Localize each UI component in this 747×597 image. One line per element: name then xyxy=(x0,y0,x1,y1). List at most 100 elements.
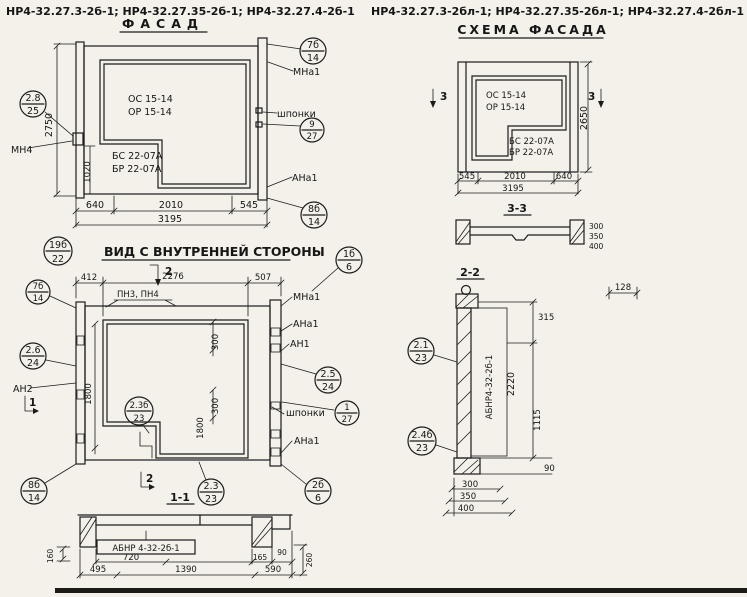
dim-128: 128 xyxy=(615,283,631,293)
section-2-2-label: 2-2 xyxy=(456,266,485,280)
beam-mark-label: АБНР 4-32-2б-1 xyxy=(112,544,179,554)
callout-num: 2.4б xyxy=(412,430,433,441)
scheme-marks: ОС 15-14 ОР 15-14 БС 22-07А БР 22-07А xyxy=(486,91,554,158)
inner-callout-inside: 2.3б 23 xyxy=(124,396,154,434)
callout-den: 14 xyxy=(308,217,320,228)
inner-callout-bottom-left: 8б 14 xyxy=(20,463,77,505)
header: НР4-32.27.3-2б-1; НР4-32.27.35-2б-1; НР4… xyxy=(6,5,744,39)
dim-p2: 350 xyxy=(589,232,604,241)
callout-den: 23 xyxy=(416,443,428,454)
section-2-2-geometry: АБНР4-32-2б-1 xyxy=(453,284,508,475)
dim-400: 400 xyxy=(458,504,474,514)
facade-callout-top-right: 7б 14 xyxy=(299,37,327,65)
callout-den: 14 xyxy=(33,294,44,304)
window-mark: ОС 15-14 xyxy=(128,94,173,105)
section-2-2-dimensions: 2220 315 1115 90 128 300 350 400 xyxy=(442,283,641,517)
dim-w2: 2010 xyxy=(504,172,526,182)
callout-num: 2.3б xyxy=(130,401,149,411)
dim-590: 590 xyxy=(265,565,281,575)
scheme-section-flags: 3 3 xyxy=(430,88,604,108)
callout-num: 2.6 xyxy=(25,345,40,356)
dim-300: 300 xyxy=(462,480,478,490)
inner-flag-cut2-bottom: 2 xyxy=(140,471,155,490)
mounting-mark-label: МНа1 xyxy=(293,67,320,78)
callout-num: 8б xyxy=(308,204,320,215)
dowels-label: шпонки xyxy=(277,109,316,120)
anchor-mark-label: АН2 xyxy=(13,384,33,395)
dim-t3: 507 xyxy=(255,273,271,283)
callout-den: 24 xyxy=(322,382,334,393)
callout-den: 23 xyxy=(205,494,217,505)
right-panel-codes: НР4-32.27.3-2бл-1; НР4-32.27.35-2бл-1; Н… xyxy=(371,5,744,18)
section-2-2-callout-lower: 2.4б 23 xyxy=(407,426,458,456)
callout-den: 23 xyxy=(415,353,427,364)
dim-height: 2750 xyxy=(44,113,55,137)
inner-labels: ПН3, ПН4 МНа1 АНа1 АН1 АН2 шпонки АНа1 xyxy=(13,290,335,454)
dim-v3: 300 xyxy=(211,398,221,414)
section-flag-2: 2 xyxy=(146,473,153,485)
dim-90: 90 xyxy=(544,464,555,474)
mounting-mark-label: МНа1 xyxy=(293,292,320,303)
section-3-3: 3-3 300 350 400 xyxy=(455,202,604,251)
inner-inside-dimensions: 300 1800 300 1800 xyxy=(84,318,221,455)
callout-num: 2б xyxy=(312,480,324,491)
dim-260: 260 xyxy=(305,553,314,568)
inner-callout-left-mid: 2.6 24 xyxy=(19,342,77,370)
dim-w3: 640 xyxy=(556,172,572,182)
callout-num: 7б xyxy=(33,282,44,292)
callout-num: 2.1 xyxy=(413,340,428,351)
inner-callout-top-right: 1б 6 xyxy=(311,246,363,292)
dim-p3: 400 xyxy=(589,242,604,251)
callout-den: 14 xyxy=(28,493,40,504)
section-flag-1: 1 xyxy=(29,397,36,409)
anchor-mark-label: АНа1 xyxy=(292,173,318,184)
callout-num: 2.8 xyxy=(25,93,40,104)
dim-350: 350 xyxy=(460,492,476,502)
dim-v4: 1800 xyxy=(196,417,206,439)
dim-t1: 412 xyxy=(81,273,97,283)
mounting-mark-label: МН4 xyxy=(11,145,32,156)
pn-marks-label: ПН3, ПН4 xyxy=(117,290,159,300)
inner-geometry xyxy=(75,299,282,467)
inner-callout-bottom-mid: 2.3 23 xyxy=(197,461,225,506)
callout-den: 23 xyxy=(134,414,145,424)
inner-callout-dowels: 1 27 xyxy=(334,400,360,426)
callout-num: 2.5 xyxy=(320,369,335,380)
section-1-1-dimensions: 160 720 165 90 495 1390 590 260 xyxy=(46,530,314,579)
section-flag-3: 3 xyxy=(588,91,595,103)
callout-den: 27 xyxy=(342,415,353,425)
window-mark: ОР 15-14 xyxy=(486,103,525,113)
dim-notch-height: 1020 xyxy=(83,161,93,183)
callout-den: 6 xyxy=(346,262,352,273)
dim-160: 160 xyxy=(46,549,55,564)
beam-mark-label: АБНР4-32-2б-1 xyxy=(485,355,495,420)
facade-leaders xyxy=(27,43,304,209)
section-label: 1-1 xyxy=(170,491,190,504)
callout-den: 14 xyxy=(307,53,319,64)
section-2-2-callout-upper: 2.1 23 xyxy=(407,337,458,365)
scheme-title: СХЕМА ФАСАДА xyxy=(457,22,609,37)
door-mark: БР 22-07А xyxy=(509,148,553,158)
scheme-dimensions: 2650 545 2010 640 3195 xyxy=(454,60,593,197)
window-mark: ОР 15-14 xyxy=(128,107,172,118)
door-mark: БС 22-07А xyxy=(509,137,554,147)
callout-num: 7б xyxy=(307,40,319,51)
dim-720: 720 xyxy=(123,553,139,563)
section-label: 2-2 xyxy=(460,266,480,279)
dim-1390: 1390 xyxy=(175,565,197,575)
callout-den: 22 xyxy=(52,254,64,265)
dim-2220: 2220 xyxy=(506,372,517,396)
facade-dimensions: 2750 1020 640 2010 545 3195 xyxy=(44,42,271,229)
callout-den: 24 xyxy=(27,358,39,369)
dim-v2: 1800 xyxy=(84,383,94,405)
dowels-label: шпонки xyxy=(286,408,325,419)
dim-90: 90 xyxy=(277,548,287,557)
section-flag-3: 3 xyxy=(440,91,447,103)
callout-num: 2.3 xyxy=(203,481,218,492)
inner-flag-cut1: 1 xyxy=(24,395,39,414)
anchor-mark-label: АНа1 xyxy=(294,436,320,447)
callout-num: 9 xyxy=(309,120,314,130)
dim-total: 3195 xyxy=(158,214,182,225)
section-label: 3-3 xyxy=(507,202,527,215)
